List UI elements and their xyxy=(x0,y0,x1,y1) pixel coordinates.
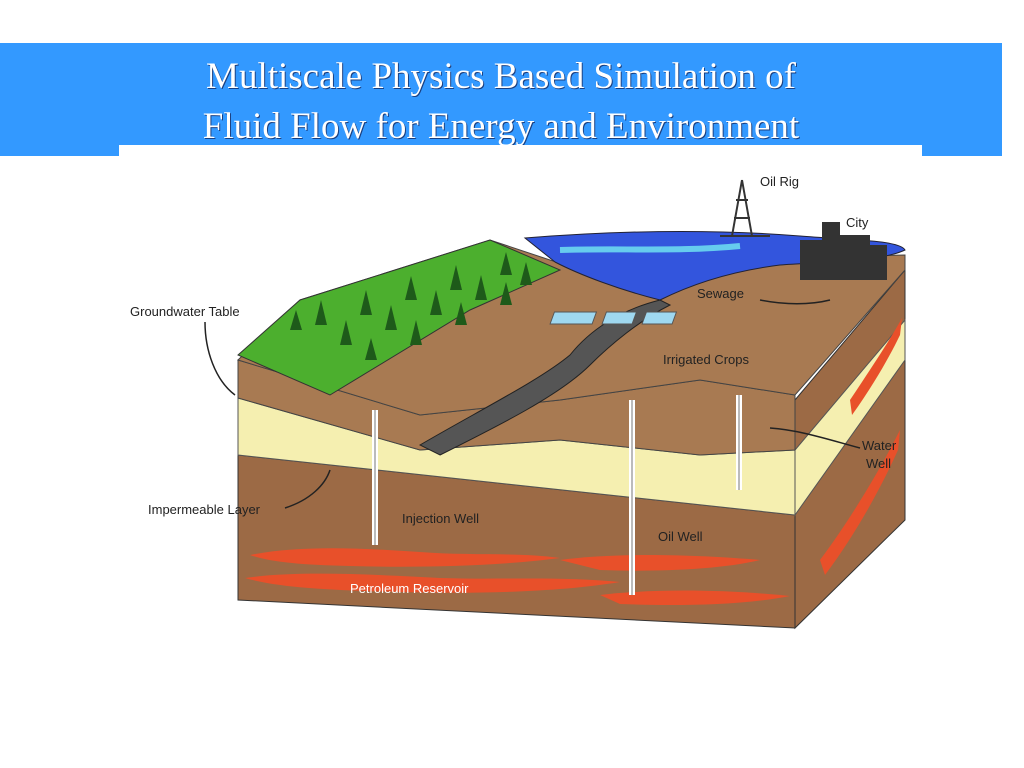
injection-well-label: Injection Well xyxy=(402,511,479,526)
city-buildings xyxy=(800,222,887,280)
groundwater-table-label: Groundwater Table xyxy=(130,304,240,319)
forest-area xyxy=(237,239,562,396)
sewage-pond-1 xyxy=(549,311,598,325)
wells xyxy=(372,395,742,595)
city-label: City xyxy=(846,215,869,230)
sewage-pond-3 xyxy=(641,311,678,325)
oil-rig-label: Oil Rig xyxy=(760,174,799,189)
water-well-label-line-1: Water xyxy=(862,438,897,453)
diagram-panel xyxy=(119,145,922,157)
oil-well-label: Oil Well xyxy=(658,529,703,544)
title-line-1: Multiscale Physics Based Simulation of xyxy=(206,56,796,97)
callout-lines xyxy=(204,299,861,509)
title-line-2: Fluid Flow for Energy and Environment xyxy=(202,106,800,147)
oil-rig-structure xyxy=(720,179,770,237)
sewage-pond-2 xyxy=(601,311,638,325)
water-well-label-line-2: Well xyxy=(866,456,891,471)
river xyxy=(418,299,672,456)
title-banner xyxy=(0,43,1002,156)
slide-title: Multiscale Physics Based Simulation of F… xyxy=(0,52,1002,152)
petroleum-reservoir-label: Petroleum Reservoir xyxy=(350,581,469,596)
sewage-label: Sewage xyxy=(697,286,744,301)
impermeable-layer-label: Impermeable Layer xyxy=(148,502,261,517)
lake-highlight xyxy=(559,243,741,253)
irrigated-crops-label: Irrigated Crops xyxy=(663,352,749,367)
forest-trees xyxy=(290,252,532,360)
petroleum-reservoir-lenses xyxy=(245,318,902,606)
